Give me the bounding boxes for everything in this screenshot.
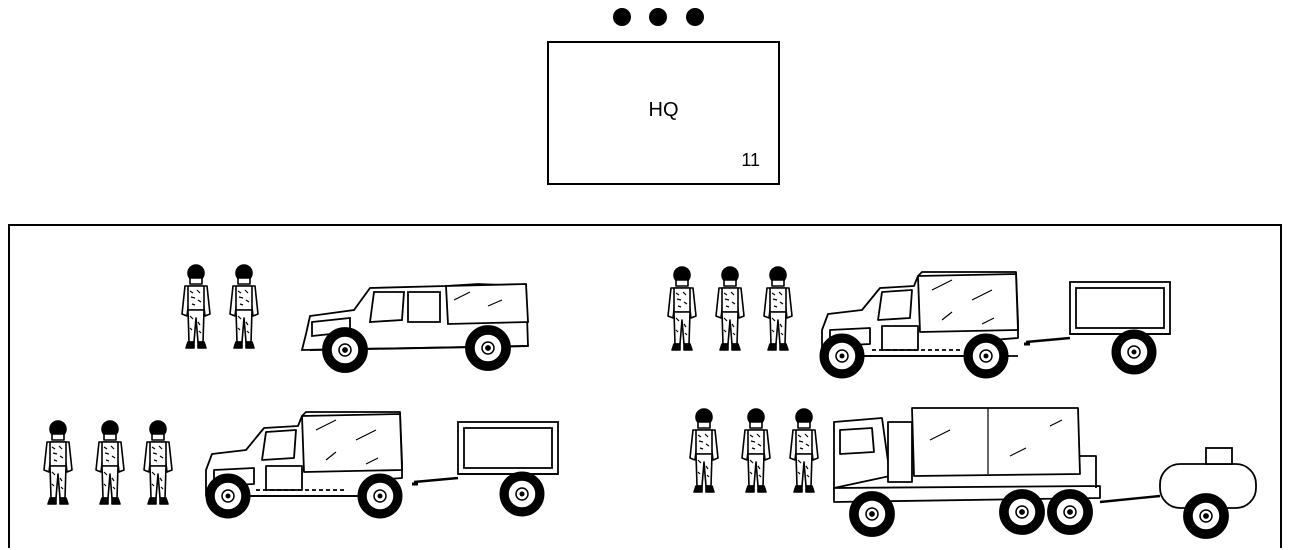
soldier-icon: [182, 265, 210, 348]
cargo-humvee-icon: [820, 272, 1018, 378]
equipment-section: [8, 224, 1282, 548]
group-cargo-truck: [690, 408, 1256, 538]
soldier-icon: [230, 265, 258, 348]
group-cargo-humvee-bottom: [44, 412, 558, 518]
trailer-icon: [1024, 282, 1170, 374]
soldier-icon: [96, 421, 124, 504]
humvee-icon: [302, 284, 528, 372]
soldier-icon: [44, 421, 72, 504]
water-trailer-icon: [1100, 448, 1256, 538]
soldier-icon: [764, 267, 792, 350]
hq-box: HQ 11: [547, 41, 780, 185]
soldier-icon: [144, 421, 172, 504]
trailer-icon: [412, 422, 558, 516]
cargo-humvee-icon: [206, 412, 402, 518]
dot-icon: [613, 8, 631, 26]
soldier-icon: [668, 267, 696, 350]
group-cargo-humvee-top: [668, 267, 1170, 378]
dot-icon: [686, 8, 704, 26]
group-humvee: [182, 265, 528, 372]
soldier-icon: [716, 267, 744, 350]
soldier-icon: [742, 409, 770, 492]
soldier-icon: [790, 409, 818, 492]
hq-count: 11: [741, 150, 760, 171]
hq-label: HQ: [549, 99, 778, 122]
cargo-truck-icon: [834, 408, 1100, 536]
soldier-icon: [690, 409, 718, 492]
dot-icon: [649, 8, 667, 26]
equipment-illustration: [10, 226, 1284, 550]
